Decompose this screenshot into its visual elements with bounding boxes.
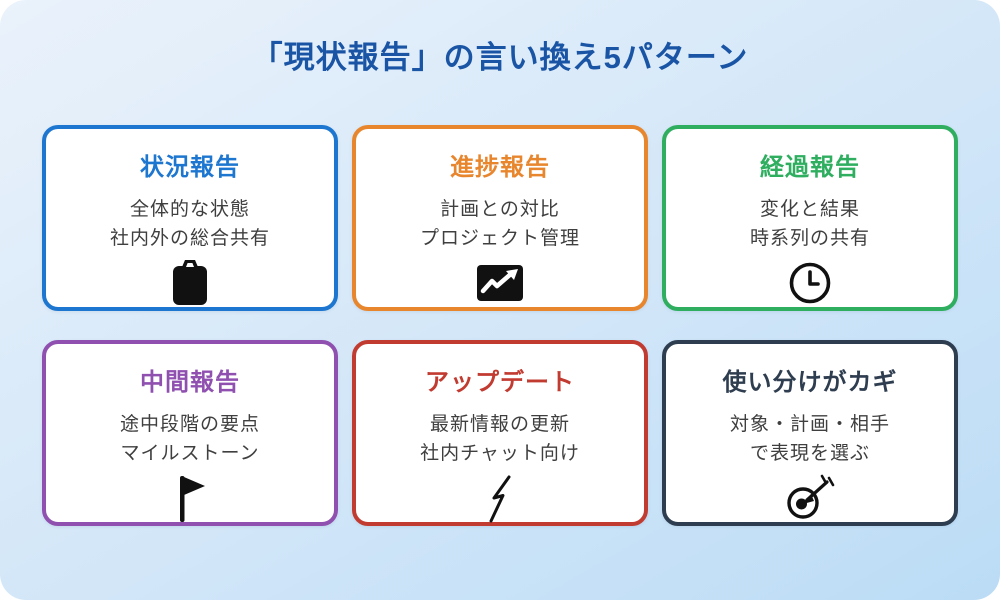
trend-chart-icon (476, 259, 524, 307)
target-dart-icon (785, 474, 835, 522)
card-description-line: 最新情報の更新 (429, 414, 570, 435)
card-description-line: 対象・計画・相手 (729, 414, 890, 435)
card-description-line: で表現を選ぶ (749, 442, 870, 464)
card-situation-report: 状況報告 全体的な状態 社内外の総合共有 (42, 125, 338, 311)
card-description-line: 全体的な状態 (129, 199, 250, 220)
lightning-icon (487, 474, 513, 524)
card-description-line: 途中段階の要点 (119, 414, 260, 435)
card-description-line: 時系列の共有 (749, 227, 870, 249)
card-interim-report: 中間報告 途中段階の要点 マイルストーン (42, 340, 338, 526)
card-title: アップデート (425, 369, 575, 396)
card-update: アップデート 最新情報の更新 社内チャット向け (352, 340, 648, 526)
flag-icon (173, 474, 207, 524)
card-title: 中間報告 (140, 369, 240, 396)
card-description-line: 変化と結果 (759, 199, 860, 220)
card-key-usage: 使い分けがカギ 対象・計画・相手 で表現を選ぶ (662, 340, 958, 526)
card-title: 進捗報告 (450, 154, 550, 181)
card-description-line: 社内外の総合共有 (109, 227, 270, 249)
card-elapsed-report: 経過報告 変化と結果 時系列の共有 (662, 125, 958, 311)
card-grid: 状況報告 全体的な状態 社内外の総合共有 進捗報告 計画との対比 プロジェクト管… (42, 125, 958, 526)
card-description-line: マイルストーン (120, 442, 260, 464)
card-title: 使い分けがカギ (722, 369, 898, 396)
card-description-line: プロジェクト管理 (419, 227, 580, 249)
page-title: 「現状報告」の言い換え5パターン (251, 40, 749, 75)
card-description-line: 計画との対比 (440, 199, 560, 220)
card-title: 状況報告 (140, 154, 240, 181)
card-description-line: 社内チャット向け (420, 442, 580, 464)
clock-icon (788, 259, 832, 307)
card-progress-report: 進捗報告 計画との対比 プロジェクト管理 (352, 125, 648, 311)
card-title: 経過報告 (760, 154, 860, 181)
clipboard-icon (170, 259, 210, 307)
